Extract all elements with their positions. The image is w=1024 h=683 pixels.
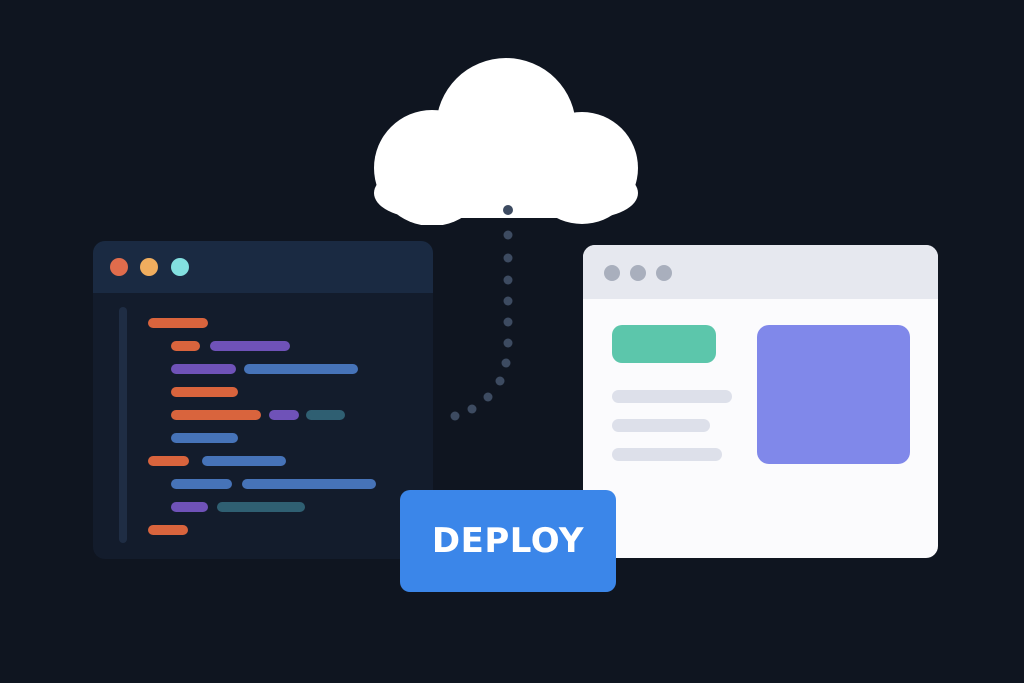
code-line — [171, 387, 238, 397]
connector-dot — [503, 230, 513, 240]
code-line — [171, 410, 261, 420]
code-editor-window — [93, 241, 433, 559]
connector-dot — [450, 411, 460, 421]
editor-gutter — [119, 307, 127, 543]
code-line — [244, 364, 358, 374]
browser-window-dot[interactable] — [656, 265, 672, 281]
browser-preview-window — [583, 245, 938, 558]
browser-titlebar — [583, 245, 938, 299]
browser-window-dot[interactable] — [630, 265, 646, 281]
code-line — [148, 525, 188, 535]
dotted-connector — [450, 205, 513, 421]
connector-dot — [503, 253, 513, 263]
deploy-button[interactable]: DEPLOY — [400, 490, 616, 592]
deploy-button-label: DEPLOY — [431, 521, 585, 561]
close-window-dot[interactable] — [110, 258, 128, 276]
browser-window-dot[interactable] — [604, 265, 620, 281]
code-line — [210, 341, 290, 351]
image-placeholder — [757, 325, 910, 464]
connector-dot — [503, 317, 513, 327]
code-line — [171, 433, 238, 443]
cloud-shape — [374, 58, 638, 225]
text-line-placeholder — [612, 448, 722, 461]
connector-dot — [483, 392, 493, 402]
connector-dot — [495, 376, 505, 386]
code-line — [171, 341, 200, 351]
code-line — [202, 456, 286, 466]
cloud-icon — [374, 58, 638, 225]
code-line — [171, 479, 232, 489]
code-line — [217, 502, 305, 512]
connector-dot — [501, 358, 511, 368]
code-line — [306, 410, 345, 420]
code-line — [269, 410, 299, 420]
code-line — [148, 318, 208, 328]
maximize-window-dot[interactable] — [171, 258, 189, 276]
connector-dot — [503, 296, 513, 306]
connector-dot — [503, 275, 513, 285]
preview-button-placeholder — [612, 325, 716, 363]
editor-titlebar — [93, 241, 433, 293]
code-line — [242, 479, 376, 489]
code-line — [148, 456, 189, 466]
text-line-placeholder — [612, 419, 710, 432]
minimize-window-dot[interactable] — [140, 258, 158, 276]
code-line — [171, 502, 208, 512]
connector-dot — [467, 404, 477, 414]
connector-dot — [503, 205, 513, 215]
code-line — [171, 364, 236, 374]
text-line-placeholder — [612, 390, 732, 403]
connector-dot — [503, 338, 513, 348]
